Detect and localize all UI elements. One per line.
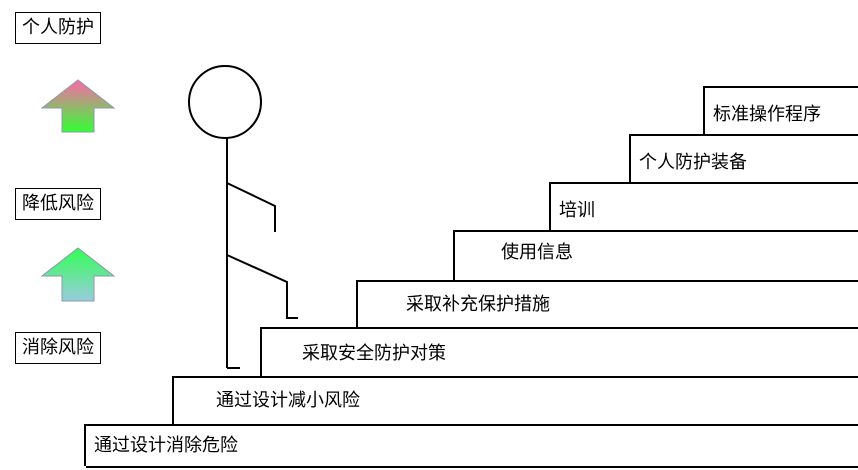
step-1: 通过设计消除危险 [84,424,858,466]
up-arrow-icon [40,247,116,302]
step-4: 采取补充保护措施 [356,280,858,327]
step-label: 个人防护装备 [639,152,747,173]
step-7: 个人防护装备 [629,134,858,182]
label-reduce-risk: 降低风险 [15,188,101,220]
step-label: 培训 [559,200,595,221]
label-personal-protection: 个人防护 [15,12,101,44]
step-label: 通过设计消除危险 [94,435,238,456]
step-8: 标准操作程序 [703,86,858,134]
step-label: 采取补充保护措施 [406,294,550,315]
step-3: 采取安全防护对策 [260,327,858,376]
step-5: 使用信息 [453,230,858,280]
stick-figure-icon [188,65,298,369]
step-label: 采取安全防护对策 [302,343,446,364]
up-arrow-icon [40,79,116,133]
step-6: 培训 [549,182,858,230]
label-eliminate-risk: 消除风险 [15,332,101,364]
step-label: 使用信息 [501,242,573,263]
step-label: 通过设计减小风险 [216,390,360,411]
step-2: 通过设计减小风险 [172,376,858,424]
step-label: 标准操作程序 [713,104,821,125]
